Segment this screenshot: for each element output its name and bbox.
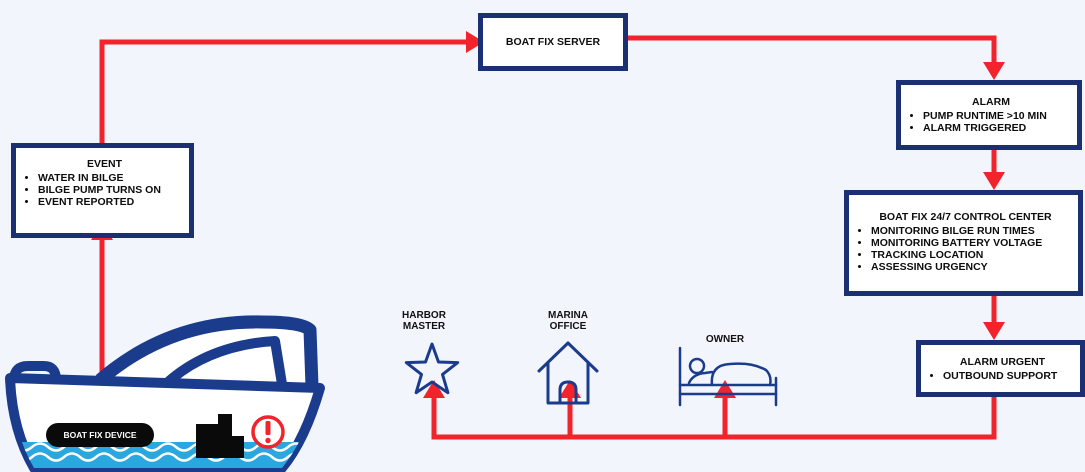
arrowhead-urgent	[983, 322, 1005, 340]
arrow-server-to-alarm	[625, 35, 997, 73]
harbor-master-label: HARBOR MASTER	[402, 310, 446, 332]
control-center-item: MONITORING BATTERY VOLTAGE	[871, 237, 1072, 249]
event-box: EVENT WATER IN BILGE BILGE PUMP TURNS ON…	[11, 143, 194, 238]
boat-icon	[5, 315, 325, 472]
marina-office-label: MARINA OFFICE	[548, 310, 588, 332]
bed-icon	[678, 346, 778, 407]
control-center-box: BOAT FIX 24/7 CONTROL CENTER MONITORING …	[844, 190, 1083, 296]
alarm-item: ALARM TRIGGERED	[923, 122, 1071, 134]
boat-fix-device: BOAT FIX DEVICE	[46, 423, 154, 447]
server-box: BOAT FIX SERVER	[478, 13, 628, 71]
arrow-event-to-server	[99, 39, 471, 146]
connector-lines	[99, 35, 997, 440]
server-title: BOAT FIX SERVER	[505, 36, 601, 48]
house-icon	[537, 341, 599, 405]
control-center-list: MONITORING BILGE RUN TIMES MONITORING BA…	[859, 225, 1072, 273]
arrowhead-alarm	[983, 62, 1005, 80]
control-center-item: TRACKING LOCATION	[871, 249, 1072, 261]
owner-label: OWNER	[705, 334, 745, 345]
control-center-item: MONITORING BILGE RUN TIMES	[871, 225, 1072, 237]
alarm-urgent-list: OUTBOUND SUPPORT	[931, 370, 1074, 382]
event-list: WATER IN BILGE BILGE PUMP TURNS ON EVENT…	[26, 172, 183, 208]
arrowhead-server	[466, 31, 484, 53]
bilge-pump-block	[196, 414, 244, 458]
alarm-box: ALARM PUMP RUNTIME >10 MIN ALARM TRIGGER…	[896, 80, 1082, 150]
star-icon	[404, 342, 460, 395]
alarm-urgent-title: ALARM URGENT	[959, 356, 1046, 368]
arrowhead-owner	[714, 380, 736, 398]
alarm-urgent-box: ALARM URGENT OUTBOUND SUPPORT	[916, 340, 1085, 397]
device-label: BOAT FIX DEVICE	[63, 430, 137, 440]
control-center-title: BOAT FIX 24/7 CONTROL CENTER	[879, 211, 1052, 223]
arrowhead-control	[983, 172, 1005, 190]
event-item: EVENT REPORTED	[38, 196, 183, 208]
control-center-item: ASSESSING URGENCY	[871, 261, 1072, 273]
alarm-title: ALARM	[972, 96, 1010, 108]
alarm-list: PUMP RUNTIME >10 MIN ALARM TRIGGERED	[911, 110, 1071, 134]
arrowhead-harbor	[423, 380, 445, 398]
arrow-urgent-to-recipients	[431, 387, 997, 440]
event-item: WATER IN BILGE	[38, 172, 183, 184]
event-item: BILGE PUMP TURNS ON	[38, 184, 183, 196]
alarm-urgent-item: OUTBOUND SUPPORT	[943, 370, 1074, 382]
alert-icon	[251, 415, 285, 449]
alarm-item: PUMP RUNTIME >10 MIN	[923, 110, 1071, 122]
event-title: EVENT	[86, 158, 122, 170]
